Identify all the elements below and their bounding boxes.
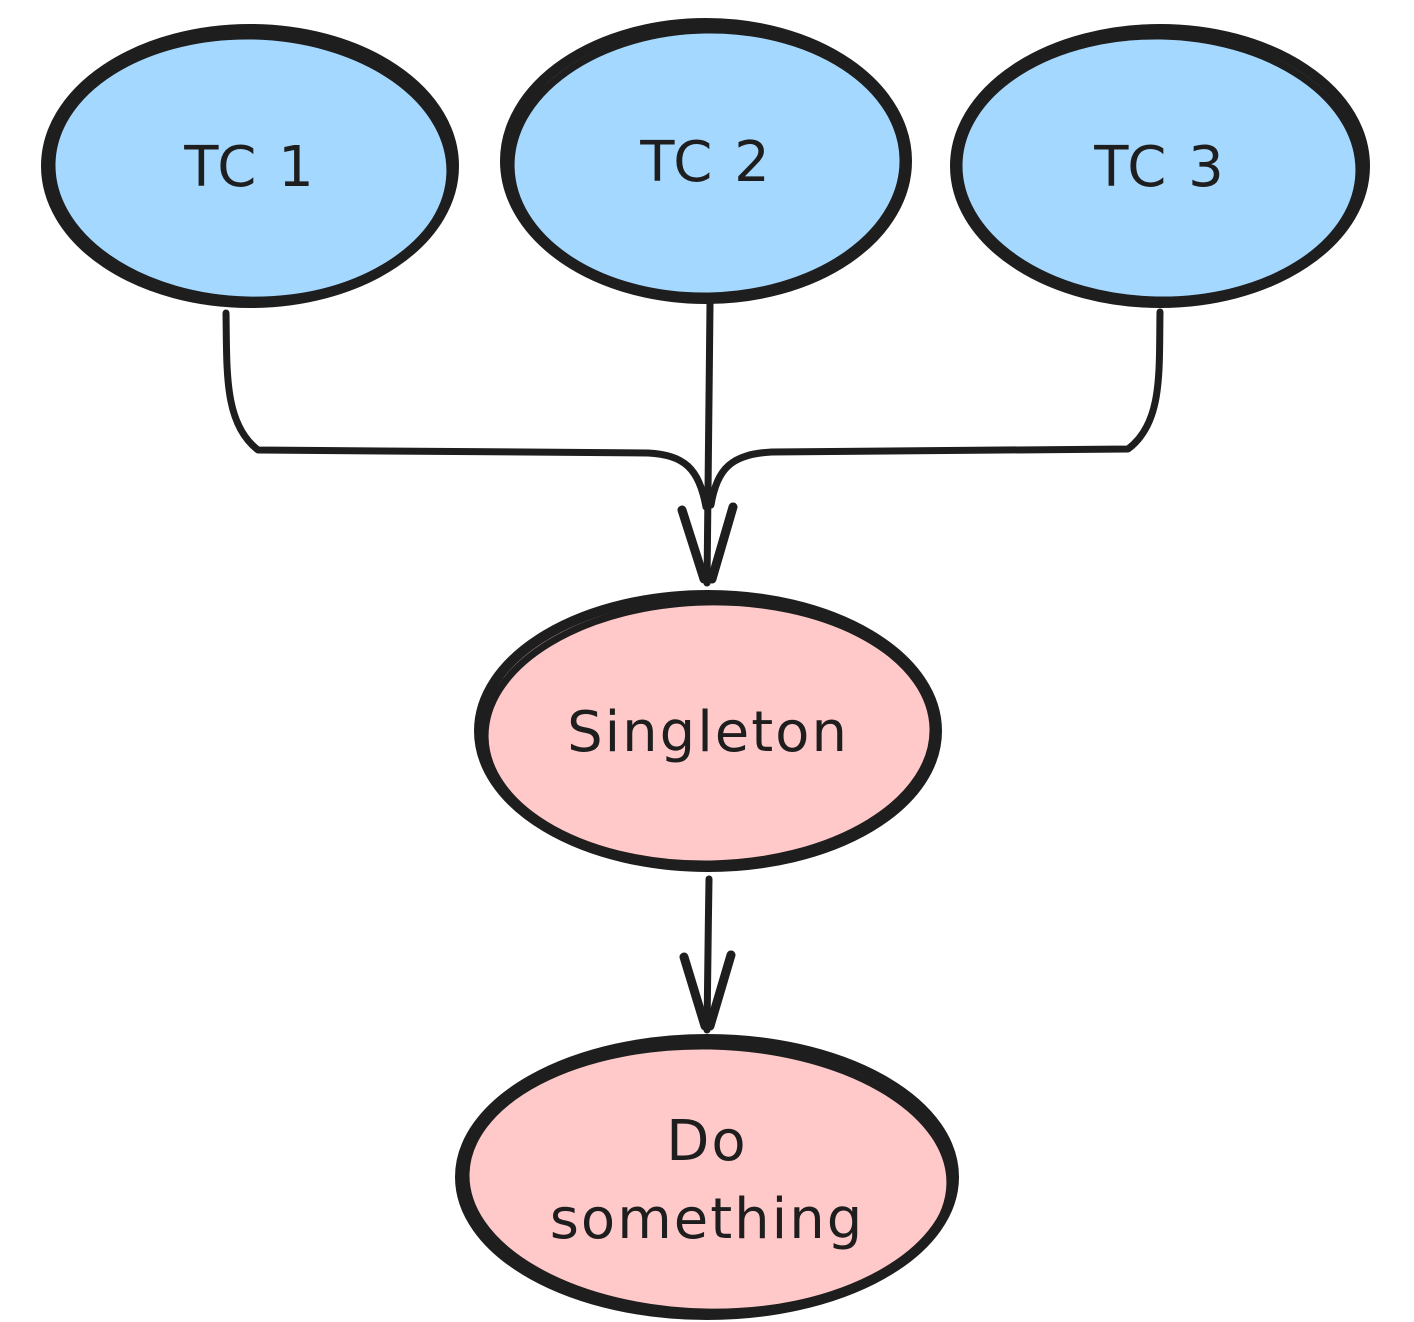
- edge-singleton-to-do-something: [703, 875, 713, 1034]
- edge-group: [222, 300, 1164, 1034]
- node-tc3-label: TC 3: [1093, 135, 1225, 200]
- node-tc1: TC 1: [41, 24, 459, 308]
- node-tc1-label: TC 1: [183, 135, 315, 200]
- node-tc2-outline: [507, 26, 907, 300]
- node-tc2-label: TC 2: [639, 130, 771, 195]
- node-tc2: TC 2: [500, 18, 912, 304]
- edge-tc3-to-singleton: [707, 308, 1164, 509]
- node-singleton: Singleton: [474, 590, 942, 872]
- node-do-something-outline: [462, 1042, 954, 1316]
- arrow-wing-right: [707, 502, 738, 584]
- node-do-something: Do something: [455, 1034, 959, 1320]
- arrow-wing-left: [679, 952, 710, 1031]
- edge-tc2-to-singleton: [703, 300, 714, 587]
- node-tc3-outline: [955, 32, 1363, 304]
- node-do-something-label-line1: Do: [666, 1109, 747, 1174]
- arrow-wing-right: [705, 950, 736, 1031]
- node-singleton-outline: [481, 598, 937, 868]
- node-tc1-outline: [48, 32, 454, 304]
- node-do-something-label-line2: something: [550, 1187, 865, 1252]
- down-arrowhead-icon: [679, 950, 736, 1031]
- node-singleton-label: Singleton: [567, 700, 849, 765]
- merged-arrowhead-icon: [677, 502, 738, 584]
- node-tc3: TC 3: [950, 24, 1370, 308]
- edge-tc1-to-singleton: [222, 309, 710, 511]
- arrow-wing-left: [677, 505, 709, 584]
